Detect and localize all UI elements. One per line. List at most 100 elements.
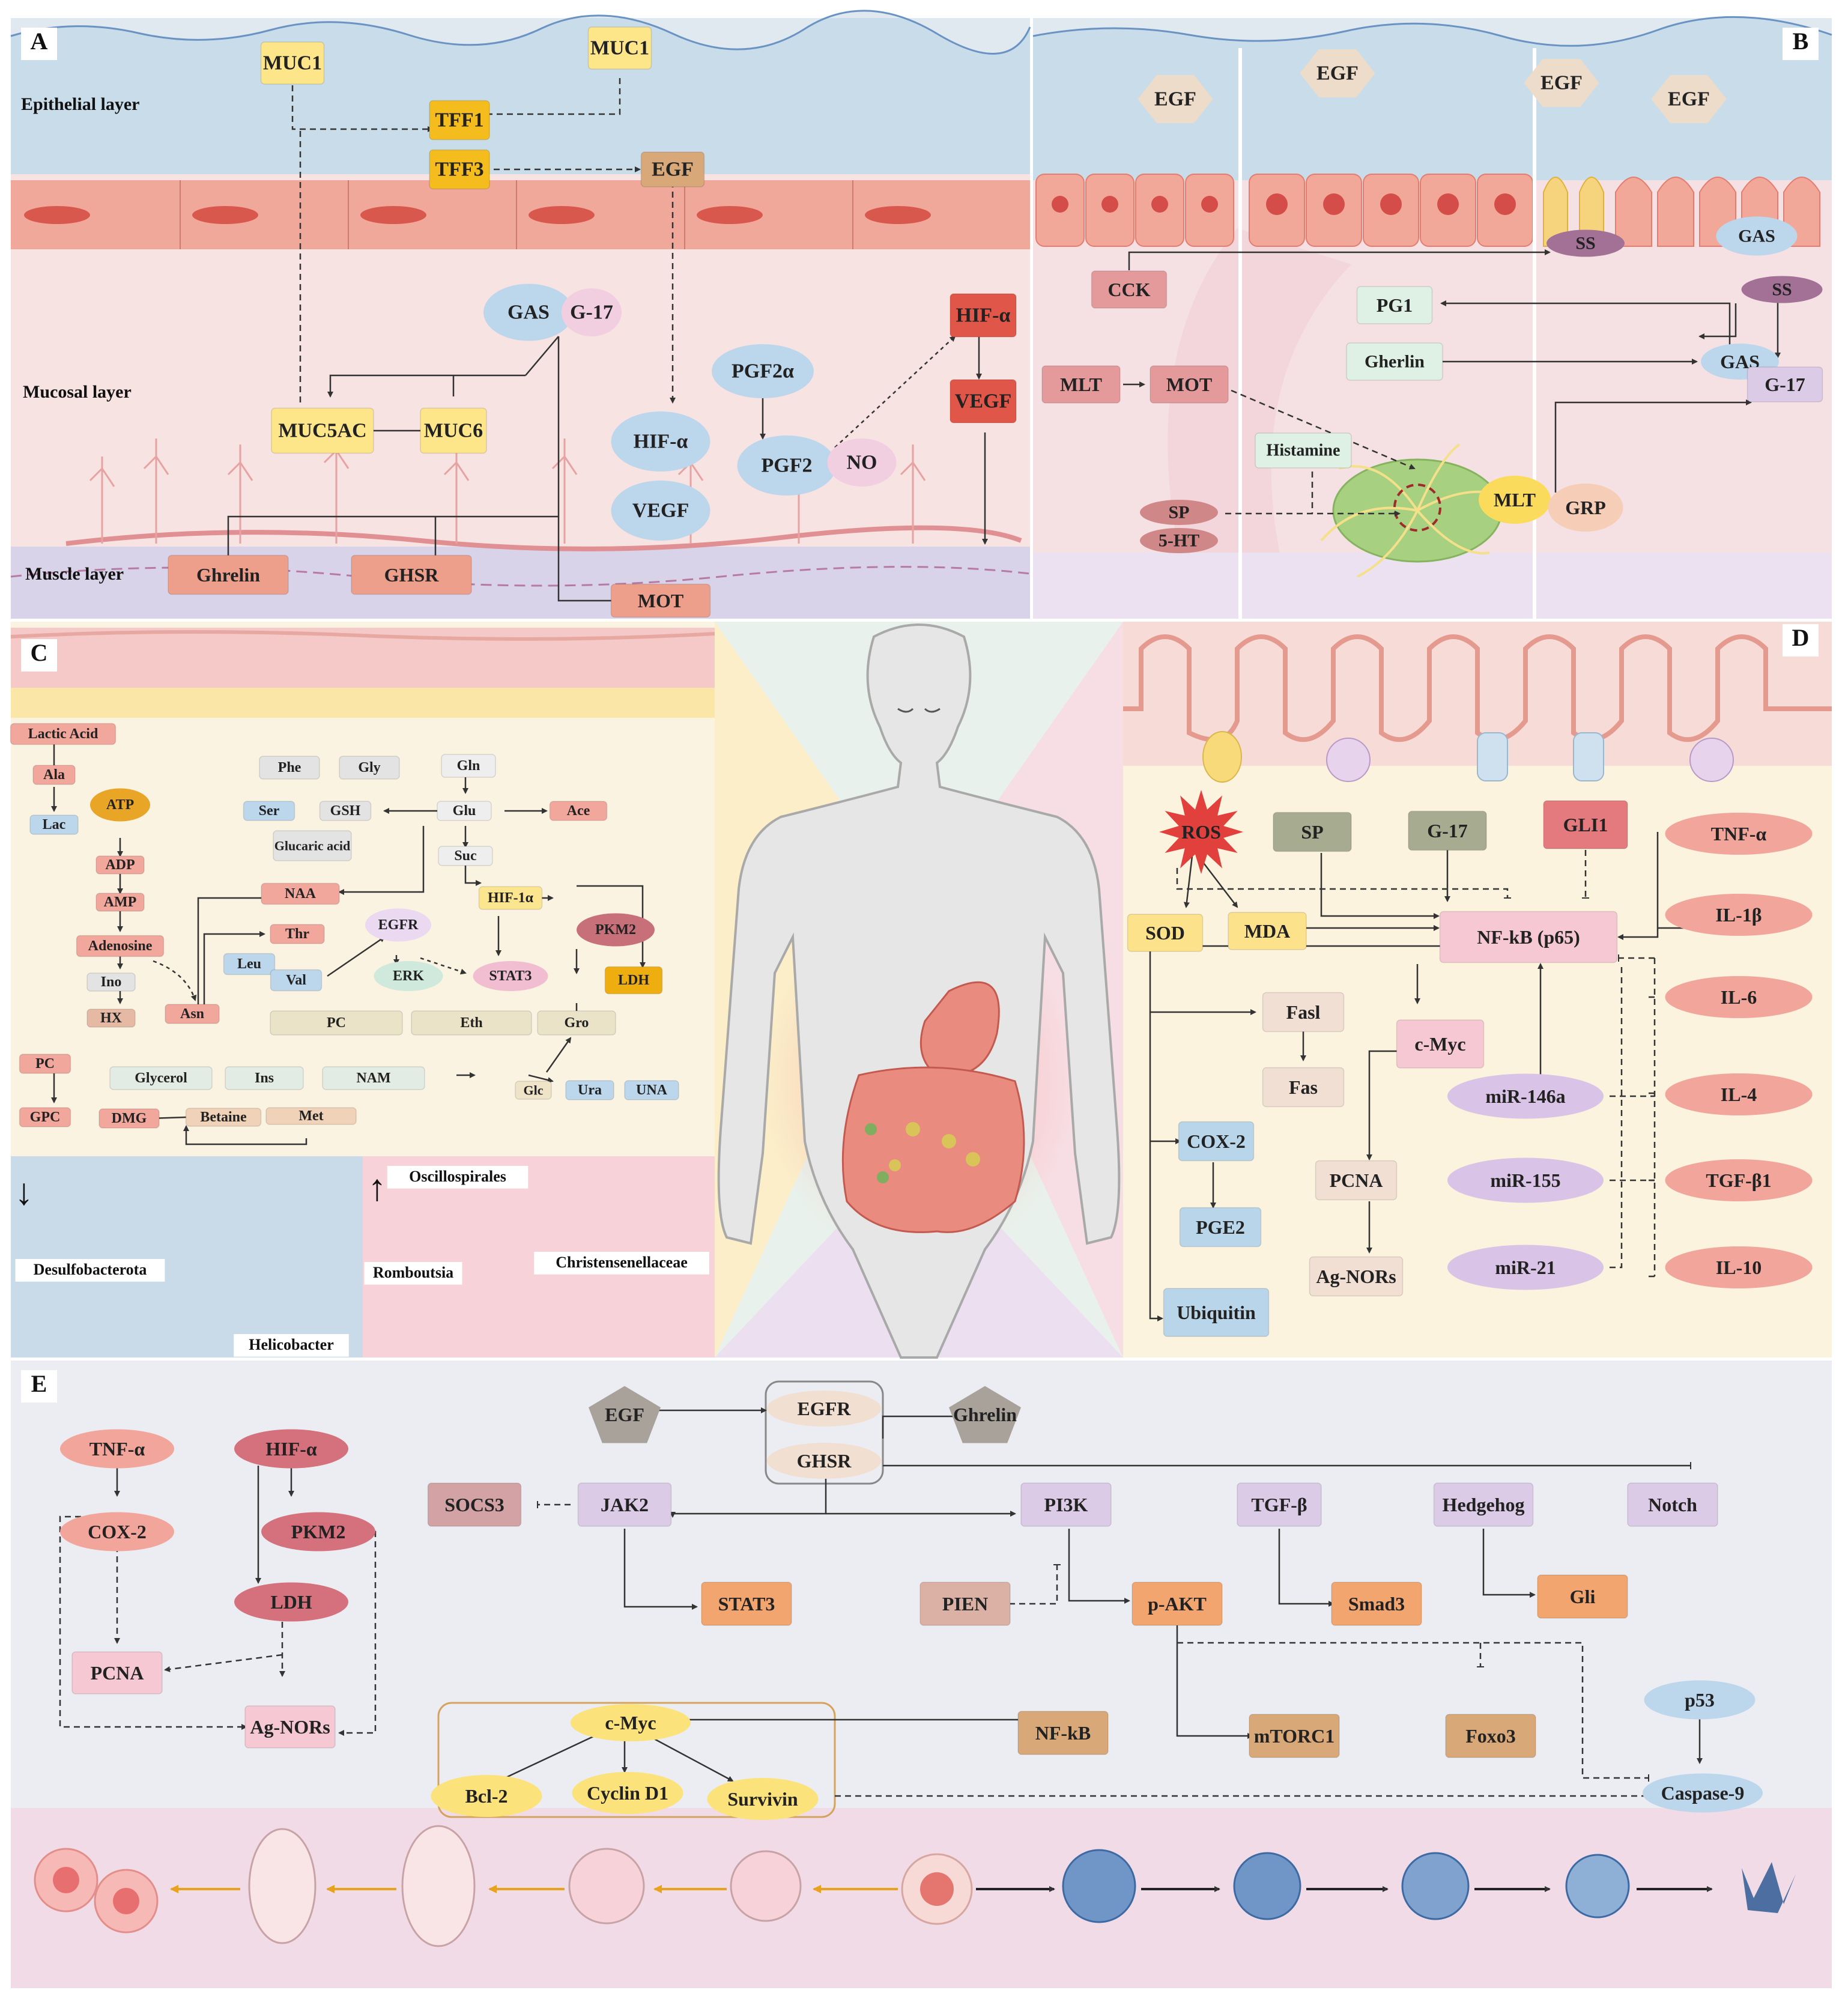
node-shape [562, 288, 622, 336]
node-label: EGF [652, 159, 694, 181]
node-label: HIF-1α [488, 890, 534, 906]
node-shape [1020, 1482, 1112, 1527]
node-shape [1644, 1680, 1756, 1720]
node-shape [1315, 1160, 1398, 1201]
node-label: G-17 [570, 302, 613, 324]
node-label: MDA [1244, 920, 1290, 942]
node-shape [571, 1704, 691, 1741]
label-backdrop [534, 1252, 709, 1275]
node-panel-c-ura: Ura [565, 1080, 614, 1100]
node-shape [1331, 1582, 1422, 1626]
node-label: PGF2α [732, 360, 794, 383]
node-shape [473, 961, 548, 991]
node-panel-a-muc5ac: MUC5AC [271, 407, 374, 454]
node-label: Ace [567, 803, 590, 819]
node-shape [86, 1009, 136, 1028]
node-panel-b-grp: GRP [1548, 484, 1623, 532]
node-shape [515, 1081, 552, 1100]
node-panel-c-egfr: EGFR [365, 908, 431, 942]
node-shape [1627, 1482, 1718, 1527]
node-panel-a-pgf2: PGF2 [737, 435, 837, 496]
node-panel-e-smad3: Smad3 [1331, 1582, 1422, 1626]
node-label: PC [35, 1056, 55, 1072]
node-shape [950, 379, 1017, 423]
node-panel-c-erk: ERK [374, 961, 443, 991]
node-label: HIF-α [265, 1438, 317, 1460]
node-panel-a-muc1-right: MUC1 [587, 26, 652, 70]
node-shape [1132, 1582, 1223, 1626]
node-shape [261, 882, 340, 905]
node-label: UNA [636, 1082, 668, 1098]
node-shape [319, 801, 372, 821]
node-shape [109, 1066, 213, 1090]
node-label: JAK2 [601, 1494, 649, 1515]
node-shape [437, 801, 492, 821]
node-label: PKM2 [595, 922, 636, 938]
node-label: p53 [1685, 1689, 1715, 1711]
node-label: HIF-α [634, 431, 688, 453]
node-shape [1346, 342, 1443, 381]
node-label: Gro [565, 1015, 589, 1031]
node-panel-d-gli1: GLI1 [1543, 800, 1628, 849]
node-label: Thr [285, 926, 309, 942]
node-panel-c-una: UNA [624, 1080, 679, 1100]
node-label: LDH [270, 1591, 312, 1613]
node-shape [1091, 270, 1168, 309]
node-shape [767, 1443, 881, 1479]
node-label: IL-10 [1716, 1257, 1762, 1278]
node-shape [1543, 800, 1628, 849]
node-panel-c-atp: ATP [90, 788, 150, 822]
node-shape [1309, 1256, 1404, 1297]
node-panel-c-betaine: Betaine [185, 1108, 262, 1127]
node-shape [1163, 1288, 1270, 1337]
node-label: ADP [105, 857, 135, 873]
node-shape [1716, 216, 1798, 256]
node-shape [431, 1775, 542, 1817]
node-label: MUC1 [590, 37, 649, 59]
node-label: ATP [106, 797, 134, 813]
node-shape [351, 554, 472, 595]
label-backdrop [364, 1262, 462, 1285]
node-panel-e-pkm2: PKM2 [261, 1512, 375, 1552]
node-label: GRP [1565, 497, 1606, 518]
node-shape [225, 1066, 304, 1090]
node-label: Ag-NORs [250, 1716, 330, 1738]
node-panel-a-ghrelin: Ghrelin [168, 554, 289, 595]
node-shape [1665, 1159, 1813, 1201]
node-panel-c-gpc: GPC [19, 1107, 71, 1127]
node-shape [374, 961, 443, 991]
node-label: Cyclin D1 [587, 1782, 668, 1804]
panel-letter-box [21, 28, 57, 60]
node-label: PGE2 [1196, 1216, 1245, 1238]
node-shape [1747, 366, 1823, 402]
node-shape [1255, 432, 1352, 469]
node-label: Hedgehog [1443, 1494, 1525, 1515]
node-panel-c-dmg: DMG [98, 1108, 160, 1129]
node-panel-a-egf: EGF [640, 151, 705, 187]
node-shape [168, 554, 289, 595]
node-shape [919, 1582, 1011, 1626]
node-shape [243, 801, 295, 821]
node-panel-a-muc6: MUC6 [420, 407, 487, 454]
node-label: IL-4 [1721, 1084, 1757, 1105]
label-mucosal: Mucosal layer [23, 382, 132, 402]
node-panel-b-histamine: Histamine [1255, 432, 1352, 469]
node-label: NAM [356, 1070, 390, 1086]
node-panel-d-agnors: Ag-NORs [1309, 1256, 1404, 1297]
node-label: Glycerol [135, 1070, 187, 1086]
node-shape [589, 1386, 661, 1443]
node-label: Histamine [1267, 441, 1341, 460]
node-label: ERK [393, 968, 424, 984]
node-label: Betaine [200, 1109, 247, 1125]
node-panel-d-nfkb: NF-kB (p65) [1439, 911, 1618, 963]
node-panel-c-gsh: GSH [319, 801, 372, 821]
node-panel-b-ht5: 5-HT [1140, 528, 1218, 553]
panel-a [10, 10, 1031, 619]
node-shape [1651, 75, 1727, 123]
node-panel-b-egf3: EGF [1524, 59, 1599, 107]
cell-cycle-illustration [34, 1825, 1796, 1947]
node-panel-e-egfr: EGFR [767, 1391, 881, 1427]
node-label: Fas [1289, 1076, 1318, 1098]
node-panel-c-suc: Suc [438, 846, 493, 866]
node-label: TFF1 [435, 109, 483, 132]
